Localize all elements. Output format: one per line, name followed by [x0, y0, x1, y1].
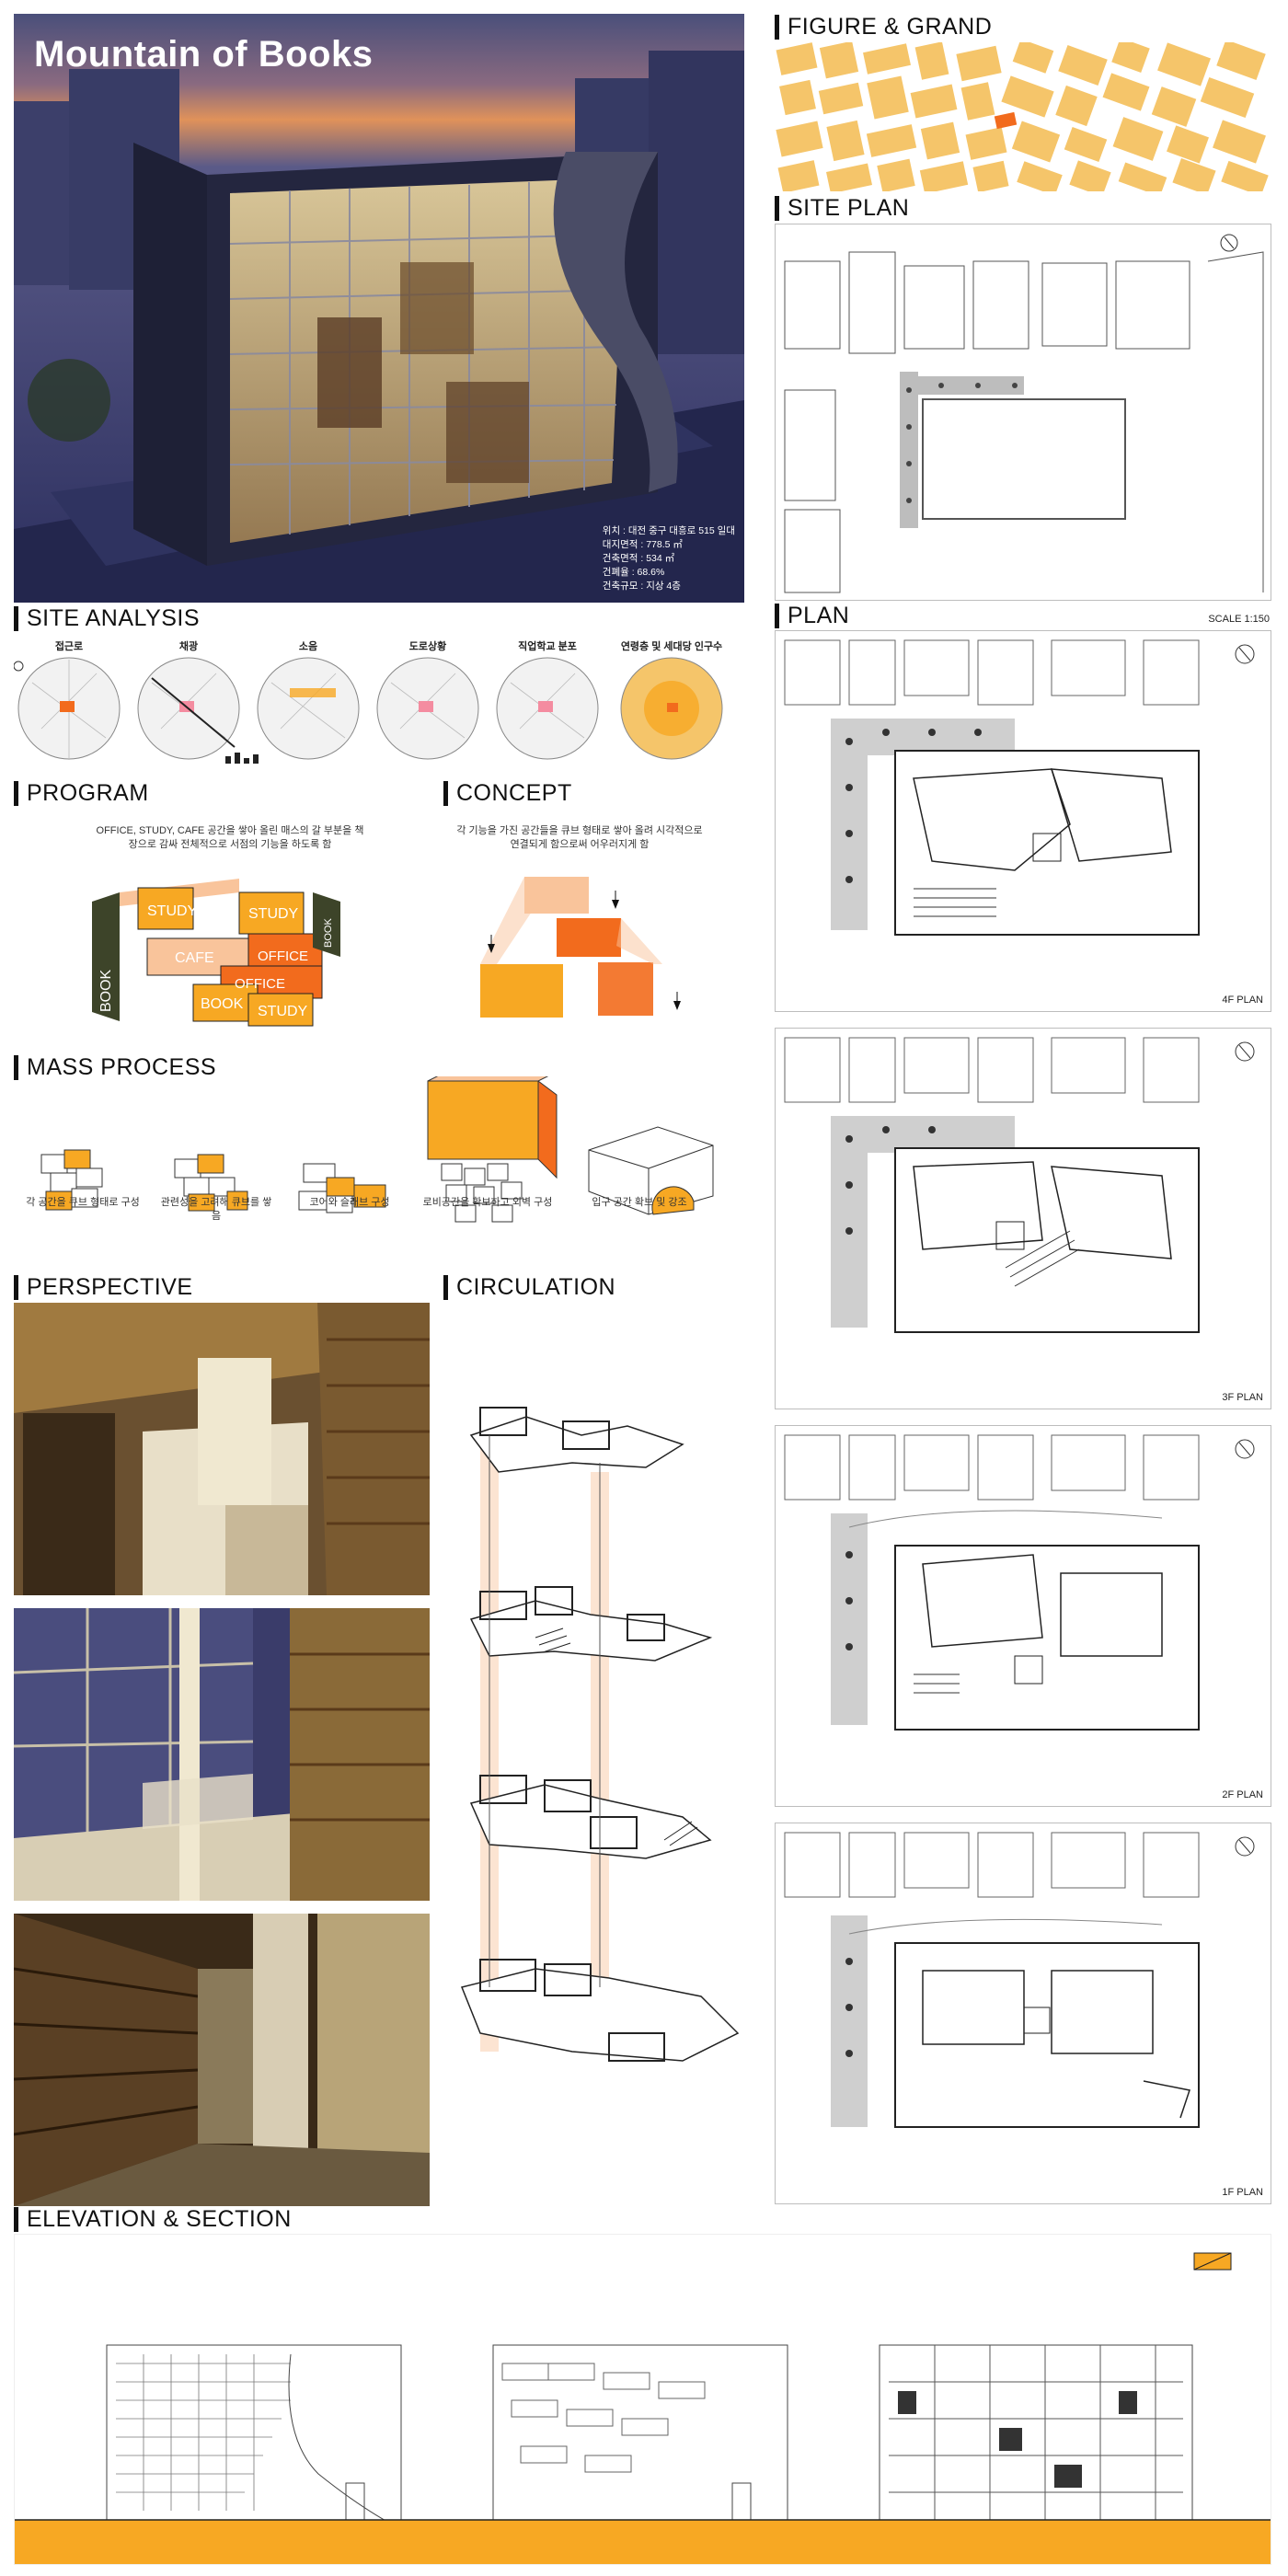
- program-word-book-right: BOOK: [323, 918, 334, 948]
- mass-caption-3: 코어와 슬래브 구성: [309, 1197, 390, 1208]
- info-coverage: 건폐율 : 68.6%: [602, 567, 665, 578]
- analysis-label-access: 접근로: [54, 641, 84, 652]
- plan-3f-label: 3F PLAN: [1222, 1392, 1263, 1403]
- hero-render-image: [14, 14, 744, 603]
- analysis-label-daylight: 채광: [178, 641, 199, 652]
- analysis-label-noise: 소음: [298, 641, 318, 652]
- plan-4f-label: 4F PLAN: [1222, 995, 1263, 1006]
- program-diagram: STUDY STUDY CAFE OFFICE OFFICE BOOK STUD…: [92, 879, 340, 1027]
- info-site-area: 대지면적 : 778.5 ㎡: [602, 539, 683, 550]
- program-description: OFFICE, STUDY, CAFE 공간을 쌓아 올린 매스의 갈 부분을 …: [96, 825, 364, 850]
- plan-title: PLAN: [775, 603, 849, 628]
- perspective-title: PERSPECTIVE: [14, 1274, 193, 1300]
- circulation-diagram: [460, 1407, 740, 2062]
- figure-ground-image: [775, 42, 1271, 191]
- mass-caption-4: 로비공간을 확보하고 외벽 구성: [422, 1197, 553, 1208]
- site-plan-title: SITE PLAN: [775, 195, 909, 221]
- elevation-section-title: ELEVATION & SECTION: [14, 2206, 292, 2232]
- plan-2f: 2F PLAN: [775, 1425, 1271, 1807]
- plan-1f-label: 1F PLAN: [1222, 2187, 1263, 2198]
- plan-2f-drawing: [784, 1434, 1255, 1731]
- program-word-office-2: OFFICE: [235, 976, 285, 992]
- program-title: PROGRAM: [14, 780, 149, 806]
- plan-1f-drawing: [784, 1832, 1255, 2128]
- figure-ground-map: [775, 42, 1271, 191]
- plan-3f: 3F PLAN: [775, 1028, 1271, 1409]
- plan-scale: SCALE 1:150: [1208, 614, 1270, 625]
- program-word-study-3: STUDY: [258, 1004, 308, 1019]
- program-word-office-1: OFFICE: [258, 949, 308, 964]
- mass-caption-2: 관련성을 고려해 큐브를 쌓음: [160, 1197, 272, 1222]
- hero-title: Mountain of Books: [34, 34, 374, 75]
- info-scale: 건축규모 : 지상 4층: [602, 581, 681, 592]
- analysis-label-population: 연령층 및 세대당 인구수: [620, 641, 723, 652]
- concept-description: 각 기능을 가진 공간들을 큐브 형태로 쌓아 올려 시각적으로 연결되게 함으…: [456, 825, 703, 850]
- site-analysis-diagrams: 접근로 채광 소음 도로상황 직업학교 분포 연령층 및 세대당 인구수: [14, 635, 744, 773]
- site-analysis-circles: [14, 657, 723, 764]
- program-word-study-1: STUDY: [147, 903, 198, 919]
- plan-4f: 4F PLAN: [775, 630, 1271, 1012]
- mass-process-diagrams: [40, 1076, 714, 1223]
- plan-2f-label: 2F PLAN: [1222, 1789, 1263, 1800]
- perspective-render-1: [14, 1303, 430, 1595]
- info-building-area: 건축면적 : 534 ㎡: [602, 553, 675, 564]
- north-arrow-icon: [1220, 234, 1238, 252]
- concept-title: CONCEPT: [443, 780, 572, 806]
- elevation-section-image: [15, 2252, 1271, 2564]
- hero-render: Mountain of Books 위치 : 대전 중구 대흥로 515 일대 …: [14, 14, 744, 603]
- plan-1f: 1F PLAN: [775, 1823, 1271, 2204]
- site-plan-image: [784, 234, 1264, 593]
- project-info: 위치 : 대전 중구 대흥로 515 일대 대지면적 : 778.5 ㎡ 건축면…: [603, 524, 735, 593]
- concept-diagram: [480, 877, 681, 1018]
- analysis-label-road: 도로상황: [408, 641, 447, 652]
- mass-caption-1: 각 공간을 큐브 형태로 구성: [26, 1197, 140, 1208]
- program-word-cafe: CAFE: [175, 950, 214, 966]
- site-plan-drawing: [775, 224, 1271, 601]
- program-word-study-2: STUDY: [248, 906, 299, 922]
- mass-process-title: MASS PROCESS: [14, 1054, 216, 1080]
- perspective-render-2: [14, 1608, 430, 1901]
- plan-4f-drawing: [784, 639, 1255, 936]
- plan-3f-drawing: [784, 1037, 1255, 1333]
- info-location: 위치 : 대전 중구 대흥로 515 일대: [602, 525, 735, 536]
- perspective-render-3: [14, 1914, 430, 2206]
- circulation-title: CIRCULATION: [443, 1274, 615, 1300]
- north-arrow-icon: [1235, 1041, 1255, 1062]
- mass-caption-5: 입구 공간 확보 및 강조: [592, 1197, 687, 1208]
- north-arrow-icon: [14, 661, 24, 672]
- analysis-label-schools: 직업학교 분포: [518, 641, 577, 652]
- program-word-book-left: BOOK: [98, 969, 114, 1012]
- north-arrow-icon: [1235, 1836, 1255, 1857]
- program-word-book: BOOK: [201, 996, 244, 1012]
- elevation-section-drawings: [14, 2234, 1271, 2565]
- site-analysis-title: SITE ANALYSIS: [14, 605, 200, 631]
- north-arrow-icon: [1235, 1439, 1255, 1459]
- north-arrow-icon: [1235, 644, 1255, 664]
- figure-ground-title: FIGURE & GRAND: [775, 14, 992, 40]
